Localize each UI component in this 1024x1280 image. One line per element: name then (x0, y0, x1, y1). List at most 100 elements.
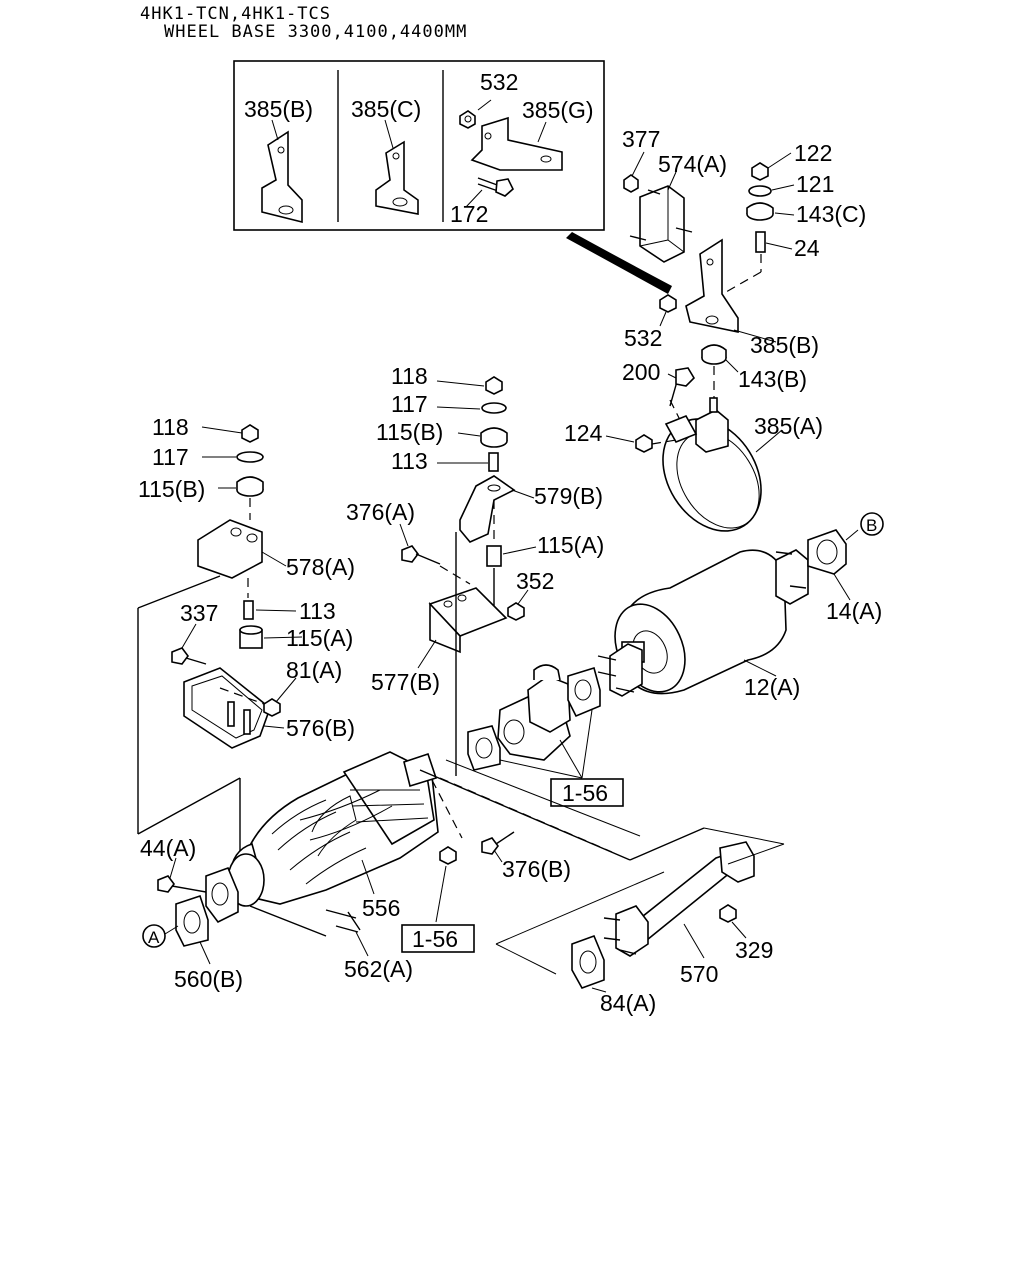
callout-122: 122 (794, 140, 832, 166)
callout-376b: 376(B) (502, 856, 571, 882)
ref-marker-b: B (866, 516, 877, 535)
exhaust-brake-valve-icon (497, 664, 571, 761)
exhaust-pipe-icon (603, 841, 755, 957)
callout-200: 200 (622, 359, 660, 385)
ref-circle-a (142, 924, 166, 948)
callout-143b: 143(B) (738, 366, 807, 392)
ref-circle-b (860, 512, 884, 536)
callout-578a: 578(A) (286, 554, 355, 580)
callout-84a: 84(A) (600, 990, 656, 1016)
callout-115b: 115(B) (376, 419, 443, 445)
callout-115b: 115(B) (138, 476, 205, 502)
callout-143c: 143(C) (796, 201, 866, 227)
callout-329: 329 (735, 937, 773, 963)
callout-556: 556 (362, 895, 400, 921)
washer-icon (748, 185, 772, 197)
inset-label: 532 (480, 69, 518, 95)
catalytic-converter-icon (227, 751, 439, 907)
washer-icon (481, 402, 507, 414)
bracket-385b-icon (261, 130, 303, 224)
callout-124: 124 (564, 420, 603, 446)
gasket-icon (807, 529, 847, 575)
callout-352: 352 (516, 568, 554, 594)
stud-icon (325, 909, 361, 933)
spacer-icon (488, 452, 499, 472)
header-model: 4HK1-TCN,4HK1-TCS (140, 4, 331, 24)
spacer-icon (486, 545, 502, 567)
bracket-576b-icon (183, 667, 271, 749)
callout-24: 24 (794, 235, 820, 261)
ref-marker-a: A (148, 928, 160, 947)
callout-117: 117 (152, 444, 189, 470)
nut-icon (659, 294, 677, 313)
inset-box: 385(B) 385(C) 532 385(G) 172 (233, 60, 605, 231)
callout-579b: 579(B) (534, 483, 603, 509)
bracket-385c-icon (375, 140, 419, 215)
inset-pointer-arrow (566, 232, 672, 294)
header-wheelbase: WHEEL BASE 3300,4100,4400MM (164, 22, 468, 42)
callout-577b: 577(B) (371, 669, 440, 695)
bolt-icon (669, 367, 696, 407)
callout-576b: 576(B) (286, 715, 355, 741)
callout-385b: 385(B) (750, 332, 819, 358)
nut-icon (263, 698, 281, 717)
callout-337: 337 (180, 600, 218, 626)
ref-box (401, 924, 475, 953)
inset-label: 385(G) (522, 97, 594, 123)
hanger-574a-icon (629, 185, 693, 263)
bolt-icon (477, 177, 514, 197)
muffler-icon (597, 549, 809, 697)
callout-121: 121 (796, 171, 834, 197)
inset-label: 172 (450, 201, 488, 227)
spacer-icon (755, 231, 766, 253)
callout-81a: 81(A) (286, 657, 342, 683)
callout-570: 570 (680, 961, 718, 987)
callout-44a: 44(A) (140, 835, 196, 861)
bolt-icon (401, 545, 441, 565)
gasket-icon (571, 934, 605, 989)
bracket-385b-icon (685, 238, 739, 333)
callout-574a: 574(A) (658, 151, 727, 177)
callout-118: 118 (391, 363, 428, 389)
rubber-cushion-icon (746, 202, 774, 221)
bracket-578a-icon (197, 519, 263, 579)
callout-115a: 115(A) (537, 532, 604, 558)
bolt-icon (481, 831, 515, 855)
callout-117: 117 (391, 391, 428, 417)
callout-115a: 115(A) (286, 625, 353, 651)
gasket-icon (175, 894, 209, 947)
ref-box (550, 778, 624, 807)
gasket-icon (567, 666, 601, 718)
gasket-icon (205, 866, 239, 924)
bracket-577b-icon (428, 587, 508, 654)
bracket-579b-icon (459, 475, 516, 543)
rubber-cushion-icon (236, 476, 264, 497)
inset-label: 385(C) (351, 96, 421, 122)
callout-385a: 385(A) (754, 413, 823, 439)
rubber-cushion-icon (701, 344, 727, 365)
ref-1-56: 1-56 (412, 926, 458, 952)
callout-376a: 376(A) (346, 499, 415, 525)
inset-label: 385(B) (244, 96, 313, 122)
ref-1-56: 1-56 (562, 780, 608, 806)
spacer-icon (243, 600, 254, 620)
nut-icon (241, 424, 259, 443)
gasket-icon (467, 725, 501, 771)
callout-532: 532 (624, 325, 662, 351)
bracket-385g-icon (470, 116, 563, 171)
bolt-icon (157, 875, 207, 893)
callout-377: 377 (622, 126, 660, 152)
nut-icon (439, 846, 457, 865)
nut-icon (635, 434, 653, 453)
clamp-band-icon (662, 397, 762, 532)
callout-14a: 14(A) (826, 598, 882, 624)
callout-113: 113 (299, 598, 336, 624)
washer-icon (236, 451, 264, 463)
nut-icon (459, 110, 476, 129)
nut-icon (719, 904, 737, 923)
callout-560b: 560(B) (174, 966, 243, 992)
callout-113: 113 (391, 448, 428, 474)
nut-icon (623, 174, 639, 193)
callout-12a: 12(A) (744, 674, 800, 700)
